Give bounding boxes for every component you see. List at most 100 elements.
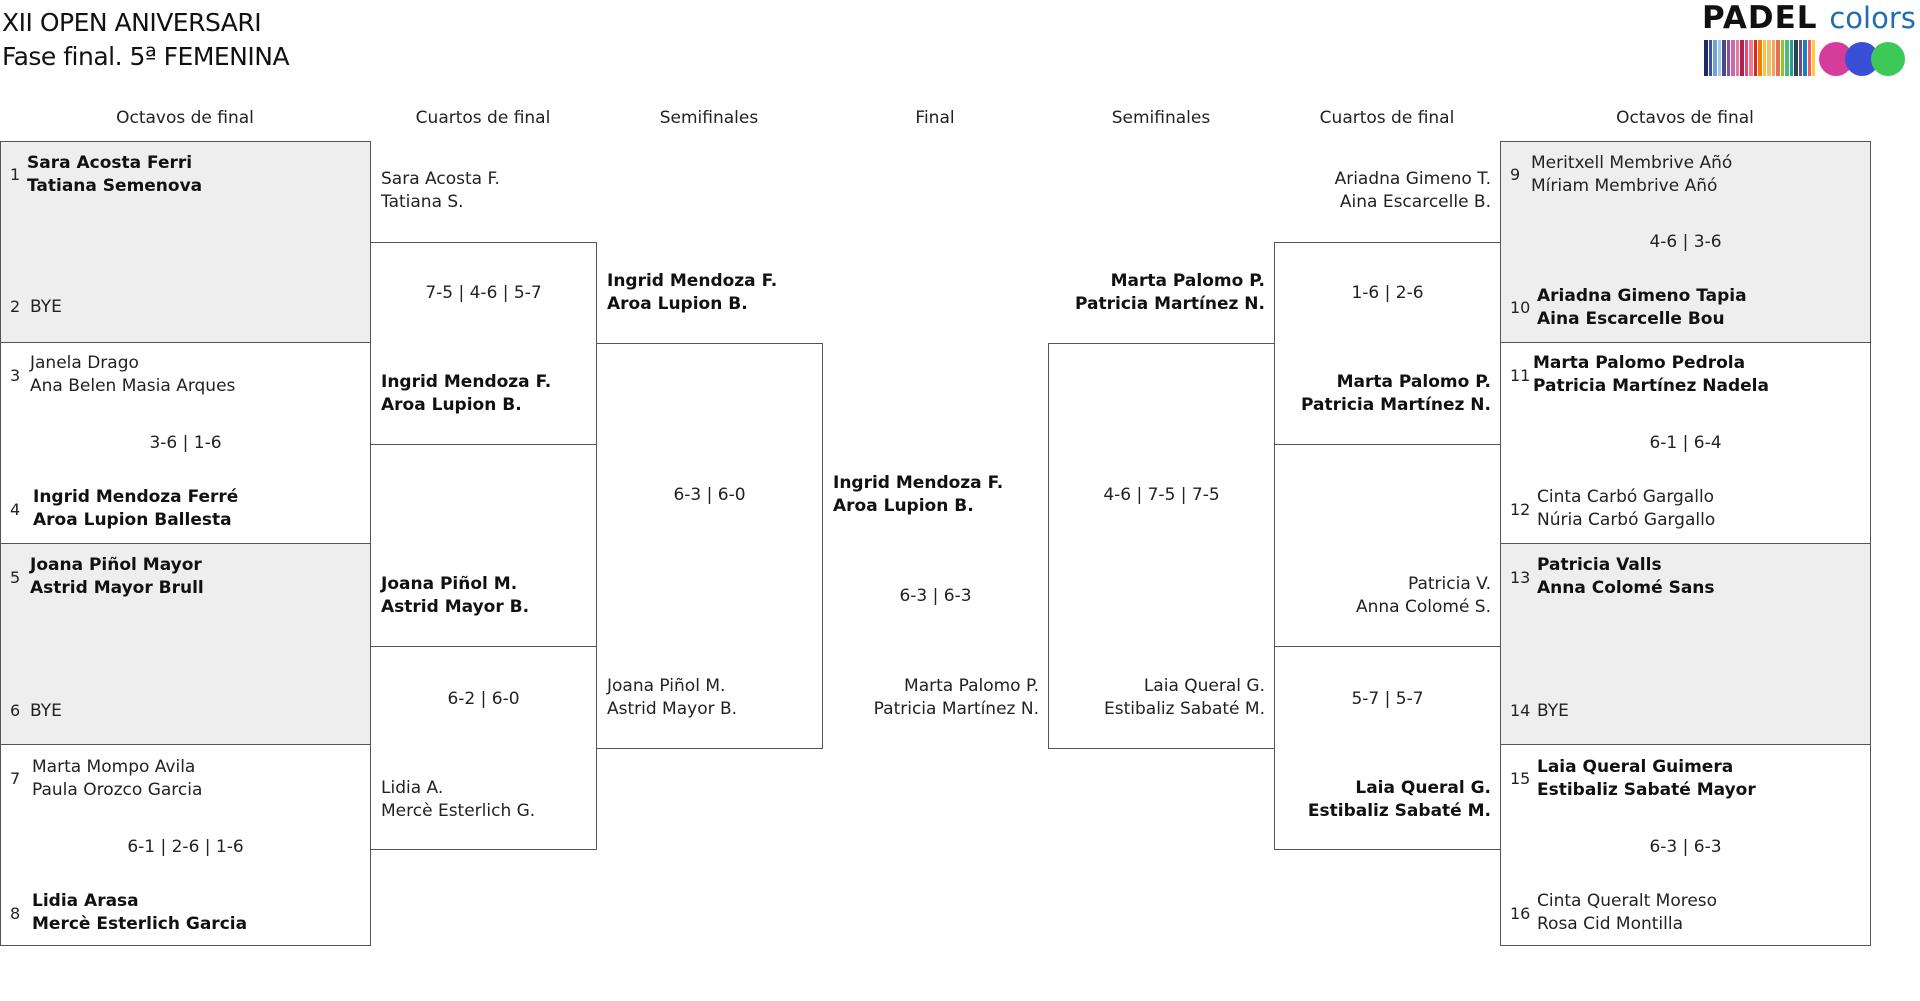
- logo-secondary-text: colors: [1829, 1, 1916, 35]
- finalist-name: Aroa Lupion B.: [833, 496, 974, 516]
- header-right-qf: Cuartos de final: [1319, 108, 1455, 128]
- seed-number: 13: [1510, 568, 1531, 587]
- player-name: Aroa Lupion B.: [607, 294, 748, 314]
- player-name: Rosa Cid Montilla: [1537, 914, 1684, 934]
- match-score: 6-1 | 6-4: [1649, 433, 1722, 453]
- logo-color-stripes: [1704, 40, 1815, 76]
- match-score: 6-1 | 2-6 | 1-6: [127, 837, 244, 857]
- finalist-name: Patricia Martínez N.: [873, 699, 1039, 719]
- player-name: Estibaliz Sabaté M.: [1104, 699, 1265, 719]
- player-name: BYE: [1537, 701, 1569, 721]
- player-name: Marta Palomo Pedrola: [1533, 353, 1746, 373]
- player-name: Tatiana S.: [381, 192, 464, 212]
- padel-colors-logo: PADEL colors: [1700, 0, 1920, 80]
- header-left-r16: Octavos de final: [116, 108, 254, 128]
- player-name: Ingrid Mendoza Ferré: [33, 487, 239, 507]
- seed-number: 8: [10, 904, 21, 923]
- player-name: Patricia Martínez N.: [1301, 395, 1491, 415]
- seed-number: 4: [10, 500, 21, 519]
- player-name: Janela Drago: [30, 353, 139, 373]
- player-name: Cinta Queralt Moreso: [1537, 891, 1718, 911]
- player-name: Mercè Esterlich G.: [381, 801, 536, 821]
- player-name: Ariadna Gimeno T.: [1334, 169, 1491, 189]
- player-name: BYE: [30, 701, 62, 721]
- logo-graphic: [1704, 40, 1905, 76]
- player-name: Sara Acosta Ferri: [27, 153, 193, 173]
- player-name: Paula Orozco Garcia: [32, 780, 203, 800]
- player-name: Ingrid Mendoza F.: [381, 372, 552, 392]
- final-score: 6-3 | 6-3: [899, 586, 972, 606]
- player-name: Patricia V.: [1407, 574, 1491, 594]
- match-box-r16-r1: [1500, 141, 1871, 343]
- player-name: Meritxell Membrive Añó: [1531, 153, 1733, 173]
- player-name: Marta Palomo P.: [1336, 372, 1491, 392]
- seed-number: 12: [1510, 500, 1531, 519]
- header-right-sf: Semifinales: [1111, 108, 1211, 128]
- draw-subtitle: Fase final. 5ª FEMENINA: [2, 42, 290, 71]
- seed-number: 15: [1510, 769, 1531, 788]
- player-name: Núria Carbó Gargallo: [1537, 510, 1716, 530]
- seed-number: 5: [10, 568, 21, 587]
- player-name: Patricia Martínez Nadela: [1533, 376, 1769, 396]
- player-name: Laia Queral G.: [1143, 676, 1265, 696]
- logo-main-text: PADEL: [1702, 0, 1818, 36]
- player-name: Joana Piñol Mayor: [30, 555, 202, 575]
- player-name: Mercè Esterlich Garcia: [32, 914, 248, 934]
- player-name: Lidia A.: [381, 778, 444, 798]
- seed-number: 6: [10, 701, 21, 720]
- player-name: Estibaliz Sabaté Mayor: [1537, 780, 1756, 800]
- match-score: 6-3 | 6-0: [673, 485, 746, 505]
- player-name: Anna Colomé Sans: [1537, 578, 1715, 598]
- player-name: Míriam Membrive Añó: [1531, 176, 1718, 196]
- seed-number: 16: [1510, 904, 1531, 923]
- player-name: Sara Acosta F.: [381, 169, 500, 189]
- match-box-r16-r4: [1500, 744, 1871, 946]
- player-name: Anna Colomé S.: [1355, 597, 1491, 617]
- player-name: Patricia Martínez N.: [1075, 294, 1265, 314]
- seed-number: 7: [10, 769, 21, 788]
- player-name: BYE: [30, 297, 62, 317]
- player-name: Lidia Arasa: [32, 891, 139, 911]
- blue-ball-icon: [1845, 42, 1879, 76]
- seed-number: 10: [1510, 298, 1531, 317]
- seed-number: 14: [1510, 701, 1531, 720]
- match-box-r16-l1: [0, 141, 371, 343]
- tournament-title: XII OPEN ANIVERSARI: [2, 8, 262, 37]
- player-name: Aina Escarcelle B.: [1339, 192, 1491, 212]
- player-name: Ingrid Mendoza F.: [607, 271, 778, 291]
- green-ball-icon: [1871, 42, 1905, 76]
- header-left-qf: Cuartos de final: [415, 108, 551, 128]
- player-name: Laia Queral G.: [1355, 778, 1491, 798]
- player-name: Ana Belen Masia Arques: [30, 376, 236, 396]
- player-name: Marta Mompo Avila: [32, 757, 196, 777]
- player-name: Aroa Lupion Ballesta: [33, 510, 232, 530]
- player-name: Marta Palomo P.: [1110, 271, 1265, 291]
- match-score: 6-3 | 6-3: [1649, 837, 1722, 857]
- player-name: Patricia Valls: [1537, 555, 1662, 575]
- player-name: Astrid Mayor B.: [381, 597, 530, 617]
- seed-number: 2: [10, 297, 21, 316]
- finalist-name: Marta Palomo P.: [904, 676, 1039, 696]
- header-final: Final: [915, 108, 955, 128]
- match-score: 7-5 | 4-6 | 5-7: [425, 283, 542, 303]
- player-name: Astrid Mayor Brull: [30, 578, 204, 598]
- player-name: Aroa Lupion B.: [381, 395, 522, 415]
- finalist-name: Ingrid Mendoza F.: [833, 473, 1004, 493]
- match-score: 1-6 | 2-6: [1351, 283, 1424, 303]
- pink-ball-icon: [1819, 42, 1853, 76]
- match-score: 4-6 | 7-5 | 7-5: [1103, 485, 1220, 505]
- player-name: Aina Escarcelle Bou: [1537, 309, 1725, 329]
- player-name: Ariadna Gimeno Tapia: [1537, 286, 1747, 306]
- match-score: 6-2 | 6-0: [447, 689, 520, 709]
- player-name: Astrid Mayor B.: [607, 699, 738, 719]
- seed-number: 11: [1510, 366, 1531, 385]
- player-name: Estibaliz Sabaté M.: [1307, 801, 1491, 821]
- seed-number: 9: [1510, 165, 1521, 184]
- player-name: Cinta Carbó Gargallo: [1537, 487, 1715, 507]
- match-score: 4-6 | 3-6: [1649, 232, 1722, 252]
- header-right-r16: Octavos de final: [1616, 108, 1754, 128]
- player-name: Tatiana Semenova: [27, 176, 203, 196]
- player-name: Joana Piñol M.: [381, 574, 518, 594]
- match-box-sf-left: [596, 343, 823, 749]
- match-score: 5-7 | 5-7: [1351, 689, 1424, 709]
